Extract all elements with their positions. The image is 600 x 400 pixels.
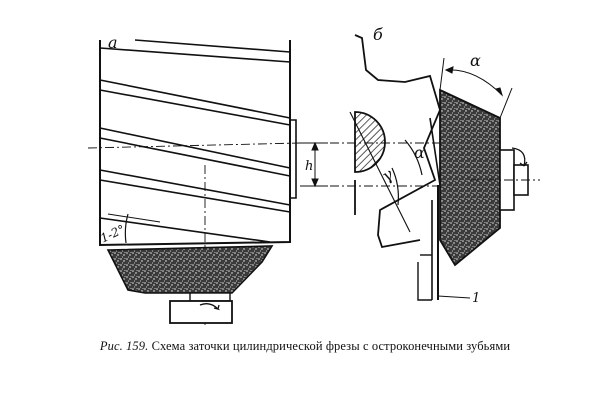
label-h: h (305, 159, 313, 174)
view-a-cutter (87, 39, 301, 325)
view-b-tooth-profile (330, 34, 471, 301)
alpha-top-dimension (439, 57, 513, 119)
figure-caption: Рис. 159. Схема заточки цилиндрической ф… (70, 339, 540, 354)
label-angle: 1-2° (98, 222, 127, 245)
caption-text: Схема заточки цилиндрической фрезы с ост… (151, 339, 511, 353)
label-one: 1 (472, 291, 480, 306)
label-view-b: б (373, 25, 383, 44)
label-gamma: γ (378, 164, 397, 185)
h-dimension (300, 141, 328, 188)
label-alpha-mid: α (414, 143, 425, 162)
label-alpha-top: α (470, 51, 481, 70)
grinding-wheel-right (439, 88, 540, 267)
label-view-a: а (108, 33, 118, 52)
caption-figure-number: Рис. 159. (99, 339, 149, 353)
grinding-wheel-left (106, 245, 274, 324)
